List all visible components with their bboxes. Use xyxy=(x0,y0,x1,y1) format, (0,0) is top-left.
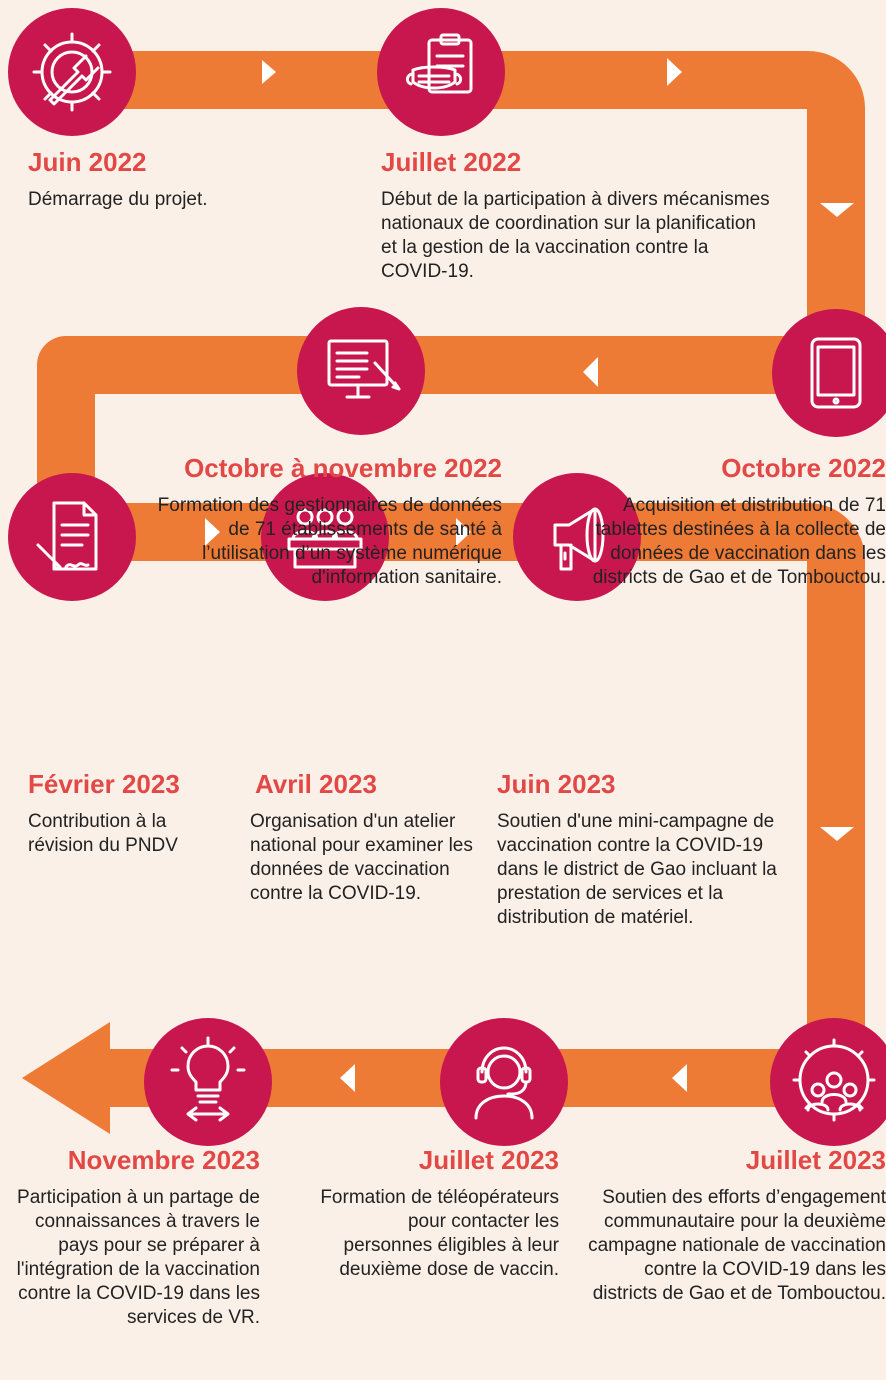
milestone-circle-2 xyxy=(377,8,505,136)
milestone-date-8: Juillet 2023 xyxy=(745,1145,886,1175)
direction-arrow-left xyxy=(672,1064,687,1092)
milestone-circle-10 xyxy=(144,1018,272,1146)
community-gear-icon xyxy=(792,1038,876,1122)
tablet-icon xyxy=(810,337,862,409)
milestone-text-2: Début de la participation à divers mécan… xyxy=(381,189,770,282)
milestone-text-6: Organisation d'un atelier national pour … xyxy=(250,811,473,904)
milestone-text-8: Soutien des efforts d’engagement communa… xyxy=(588,1187,886,1304)
milestone-text-5: Contribution à la révision du PNDV xyxy=(28,811,178,856)
milestone-date-1: Juin 2022 xyxy=(28,147,147,177)
mask-clipboard-icon xyxy=(405,33,473,94)
meeting-group-icon xyxy=(287,508,363,569)
milestone-circle-9 xyxy=(440,1018,568,1146)
milestone-date-4: Octobre à novembre 2022 xyxy=(184,453,502,483)
headset-operator-icon xyxy=(474,1046,534,1120)
milestone-date-6: Avril 2023 xyxy=(255,769,377,799)
direction-arrow-down xyxy=(820,203,854,217)
megaphone-icon xyxy=(553,507,605,571)
milestone-date-10: Novembre 2023 xyxy=(67,1145,260,1175)
timeline-end-arrowhead xyxy=(22,1022,110,1134)
lightbulb-icon xyxy=(170,1036,246,1122)
direction-arrow-right xyxy=(262,60,276,84)
direction-arrow-left xyxy=(340,1064,355,1092)
milestone-text-9: Formation de téléopérateurs pour contact… xyxy=(320,1187,559,1280)
milestone-date-7: Juin 2023 xyxy=(497,769,616,799)
milestone-circle-1 xyxy=(8,8,136,136)
presentation-board-icon xyxy=(327,339,401,399)
direction-arrow-down xyxy=(820,827,854,841)
milestone-text-7: Soutien d'une mini-campagne de vaccinati… xyxy=(497,811,777,928)
milestone-date-5: Février 2023 xyxy=(28,769,180,799)
milestone-text-10: Participation à un partage de connaissan… xyxy=(16,1187,260,1328)
milestone-circle-5 xyxy=(8,473,136,601)
milestone-circle-8 xyxy=(770,1018,886,1146)
milestone-text-3: Acquisition et distribution de 71 tablet… xyxy=(592,495,886,588)
milestone-circle-4 xyxy=(297,307,425,435)
milestone-text-1: Démarrage du projet. xyxy=(28,189,208,210)
milestone-date-2: Juillet 2022 xyxy=(381,147,522,177)
document-sign-icon xyxy=(36,501,98,571)
milestone-date-3: Octobre 2022 xyxy=(721,453,886,483)
timeline-track xyxy=(37,51,865,1107)
direction-arrow-right xyxy=(456,518,471,546)
direction-arrow-right xyxy=(205,518,220,546)
milestone-date-9: Juillet 2023 xyxy=(418,1145,559,1175)
milestone-text-4: Formation des gestionnaires de données d… xyxy=(157,495,502,588)
milestone-circle-7 xyxy=(513,473,641,601)
milestone-circle-6 xyxy=(261,473,389,601)
direction-arrow-right xyxy=(667,58,682,86)
wrench-gear-icon xyxy=(32,32,112,112)
direction-arrow-left xyxy=(583,357,598,387)
milestone-circle-3 xyxy=(772,309,886,437)
